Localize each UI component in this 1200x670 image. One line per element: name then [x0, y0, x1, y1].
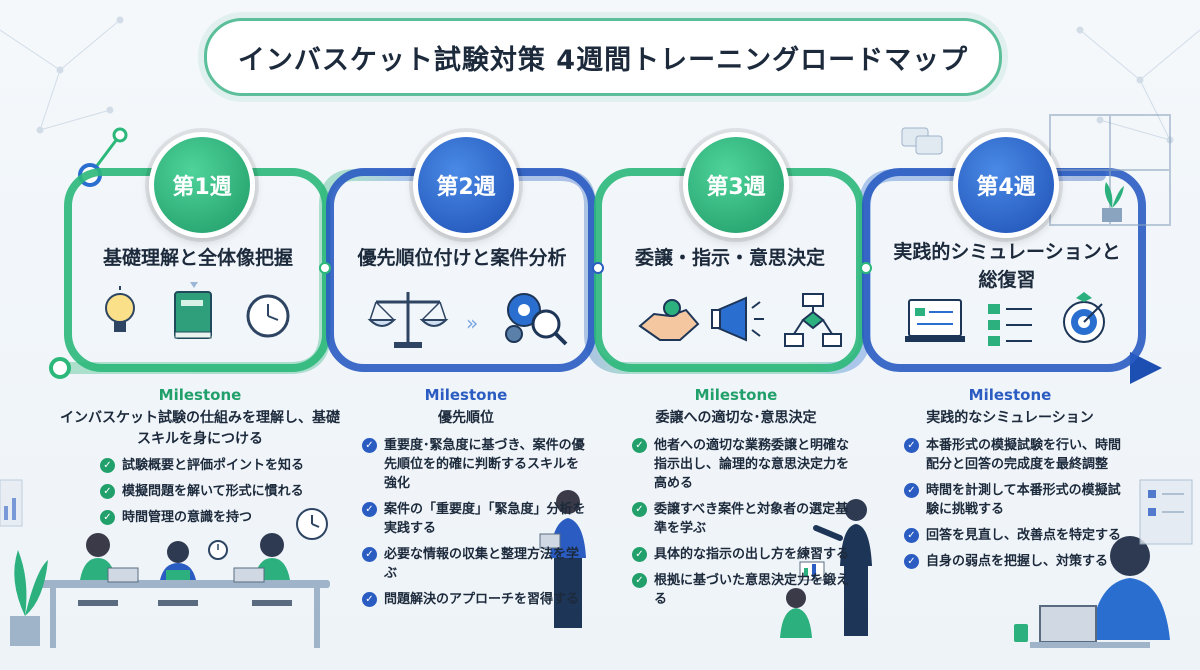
start-node: [49, 357, 71, 379]
check-icon: ✓: [362, 438, 377, 453]
list-item: ✓問題解決のアプローチを習得する: [362, 590, 590, 609]
check-icon: ✓: [100, 458, 115, 473]
clock-icon: [246, 294, 290, 338]
potted-plant-left: [10, 550, 49, 646]
week-1-milestone-label: Milestone: [158, 386, 242, 404]
check-icon: ✓: [100, 510, 115, 525]
wall-clock-bottom: [296, 508, 328, 540]
week-4-bullet-list: ✓本番形式の模擬試験を行い、時間配分と回答の完成度を最終調整 ✓時間を計測して本…: [904, 436, 1128, 578]
presenter-woman-illustration: [539, 490, 586, 628]
week-3-bullet-list: ✓他者への適切な業務委譲と明確な指示出し、論理的な意思決定力を高める ✓委譲すべ…: [632, 436, 856, 616]
check-icon: ✓: [632, 438, 647, 453]
wall-chart-left: [0, 479, 23, 527]
svg-text:»: »: [466, 311, 478, 335]
week-2-milestone-label: Milestone: [424, 386, 508, 404]
list-item: ✓必要な情報の収集と整理方法を学ぶ: [362, 545, 590, 583]
scale-icon: [367, 292, 449, 348]
week-1-milestone-desc: インバスケット試験の仕組みを理解し、基礎スキルを身につける: [60, 410, 340, 447]
laptop-icon: [905, 299, 965, 342]
book-icon: [174, 291, 212, 339]
check-icon: ✓: [100, 484, 115, 499]
week-1-title: 基礎理解と全体像把握: [102, 247, 293, 269]
list-item: ✓具体的な指示の出し方を練習する: [632, 545, 856, 564]
week-2-title: 優先順位付けと案件分析: [357, 247, 567, 269]
week-3-title: 委譲・指示・意思決定: [634, 247, 825, 269]
study-group-illustration: [40, 533, 330, 648]
list-item: ✓自身の弱点を把握し、対策する: [904, 552, 1128, 571]
checklist-icon: [988, 304, 1032, 346]
network-decoration-right: [1076, 26, 1200, 144]
week-1-badge: 第1週: [149, 132, 255, 238]
wall-checklist-right: [1139, 479, 1193, 545]
road-arrowhead: [1130, 352, 1162, 384]
list-item: ✓回答を見直し、改善点を特定する: [904, 526, 1128, 545]
week-4-milestone-label: Milestone: [968, 386, 1052, 404]
network-decoration-left: [0, 16, 124, 134]
check-icon: ✓: [904, 483, 919, 498]
check-icon: ✓: [632, 547, 647, 562]
check-icon: ✓: [904, 554, 919, 569]
week-1-bullet-list: ✓試験概要と評価ポイントを知る ✓模擬問題を解いて形式に慣れる ✓時間管理の意識…: [100, 456, 330, 534]
list-item: ✓案件の「重要度」「緊急度」分析を実践する: [362, 500, 590, 538]
gears-search-icon: [505, 293, 568, 346]
check-icon: ✓: [362, 502, 377, 517]
check-icon: ✓: [362, 547, 377, 562]
check-icon: ✓: [904, 438, 919, 453]
week-3-milestone-desc: 委譲への適切な･意思決定: [655, 410, 817, 426]
list-item: ✓他者への適切な業務委譲と明確な指示出し、論理的な意思決定力を高める: [632, 436, 856, 493]
week-4-title: 実践的シミュレーションと総復習: [893, 241, 1121, 291]
flowchart-icon: [784, 293, 842, 347]
check-icon: ✓: [632, 502, 647, 517]
check-icon: ✓: [904, 528, 919, 543]
week-2-milestone-desc: 優先順位: [438, 410, 494, 426]
list-item: ✓時間を計測して本番形式の模擬試験に挑戦する: [904, 481, 1128, 519]
list-item: ✓重要度･緊急度に基づき、案件の優先順位を的確に判断するスキルを強化: [362, 436, 590, 493]
week-2-badge: 第2週: [413, 132, 519, 238]
list-item: ✓時間管理の意識を持つ: [100, 508, 330, 527]
list-item: ✓委譲すべき案件と対象者の選定基準を学ぶ: [632, 500, 856, 538]
list-item: ✓模擬問題を解いて形式に慣れる: [100, 482, 330, 501]
handshake-icon: [638, 299, 700, 341]
week-4-badge: 第4週: [953, 132, 1059, 238]
chat-bubble-icon: [901, 127, 943, 155]
plant-icon: [1102, 182, 1124, 222]
check-icon: ✓: [362, 592, 377, 607]
week-3-milestone-label: Milestone: [694, 386, 778, 404]
target-icon: [1063, 292, 1105, 343]
list-item: ✓試験概要と評価ポイントを知る: [100, 456, 330, 475]
week-4-milestone-desc: 実践的なシミュレーション: [926, 410, 1094, 426]
page-title: インバスケット試験対策 4週間トレーニングロードマップ: [204, 18, 1002, 96]
megaphone-icon: [711, 296, 764, 342]
person-at-laptop-illustration: [1014, 536, 1170, 648]
check-icon: ✓: [632, 573, 647, 588]
small-clock-center: [208, 540, 228, 560]
week-2-bullet-list: ✓重要度･緊急度に基づき、案件の優先順位を的確に判断するスキルを強化 ✓案件の「…: [362, 436, 590, 616]
lightbulb-icon: [105, 286, 135, 332]
list-item: ✓根拠に基づいた意思決定力を鍛える: [632, 571, 856, 609]
presenter-man-illustration: [780, 499, 872, 638]
list-item: ✓本番形式の模擬試験を行い、時間配分と回答の完成度を最終調整: [904, 436, 1128, 474]
week-3-badge: 第3週: [683, 132, 789, 238]
